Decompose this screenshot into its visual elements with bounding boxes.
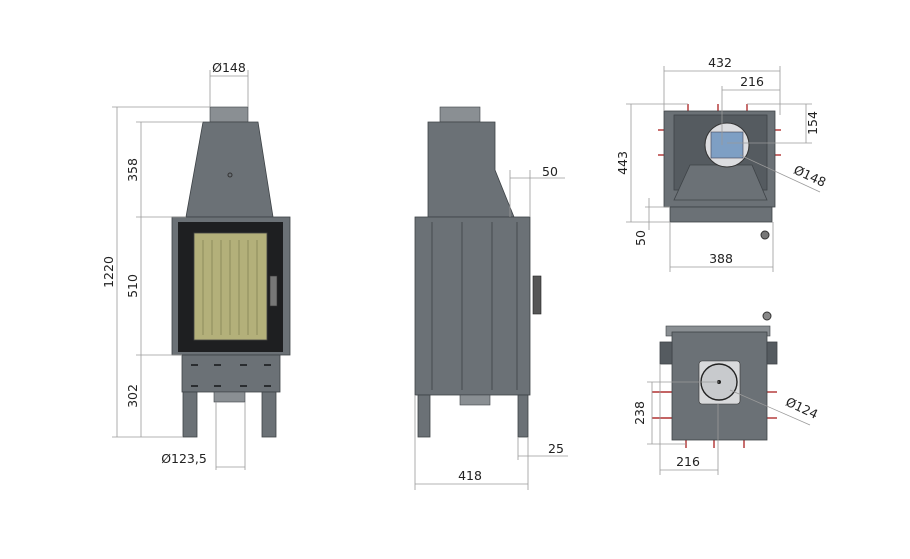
top-flue-damper <box>710 131 744 159</box>
dim-inlet-offset: 238 <box>632 401 647 425</box>
dim-offset: 50 <box>542 164 558 179</box>
side-leg-front <box>417 394 431 438</box>
bottom-view: 238 216 Ø124 <box>632 311 820 475</box>
hood <box>185 121 274 218</box>
leg-right <box>261 391 277 438</box>
dim-door: 510 <box>125 274 140 298</box>
side-body <box>414 216 531 396</box>
dim-inlet-x: 216 <box>676 454 700 469</box>
dim-total-height: 1220 <box>101 256 116 288</box>
dim-top-flue: Ø148 <box>791 162 828 190</box>
dim-flue-offset: 154 <box>805 111 820 135</box>
bottom-handle-knob <box>762 311 772 321</box>
firebrick-lines <box>202 240 258 335</box>
door-handle <box>269 275 278 307</box>
top-band <box>669 206 773 223</box>
side-flue-bottom <box>459 394 491 406</box>
bottom-ear-right <box>766 341 778 365</box>
base <box>181 354 281 393</box>
base-vents <box>191 364 271 387</box>
front-dimension-lines <box>112 70 249 470</box>
top-handle-knob <box>760 230 770 240</box>
side-hood <box>427 121 515 218</box>
top-hood <box>673 164 768 201</box>
bottom-pins <box>652 391 777 448</box>
leg-left <box>182 391 198 438</box>
top-dimension-lines <box>626 66 821 272</box>
side-panel-lines <box>431 222 518 390</box>
dim-hood: 358 <box>125 158 140 182</box>
dim-top-depth: 443 <box>615 151 630 175</box>
side-dimension-lines <box>414 170 568 490</box>
dim-flue-bottom: Ø123,5 <box>161 451 207 466</box>
side-handle <box>532 275 542 315</box>
side-flue-collar <box>439 106 481 123</box>
dim-width: 432 <box>708 55 732 70</box>
bottom-ear-left <box>659 341 673 365</box>
front-view: Ø148 1220 358 510 302 Ø123,5 <box>101 60 291 470</box>
dim-inlet: Ø124 <box>783 394 820 422</box>
bottom-dimension-lines <box>647 364 811 475</box>
dim-half-width: 216 <box>740 74 764 89</box>
hood-bolt <box>227 172 233 178</box>
side-view: 50 25 418 <box>414 106 568 490</box>
dim-flue-top: Ø148 <box>212 60 246 75</box>
dim-band: 50 <box>633 230 648 246</box>
top-view: 432 216 443 154 Ø148 50 388 <box>615 55 828 272</box>
flue-collar-top <box>209 106 249 123</box>
dim-base: 302 <box>125 384 140 408</box>
flue-collar-bottom <box>213 391 246 403</box>
dim-depth: 418 <box>458 468 482 483</box>
side-leg-back <box>517 394 529 438</box>
dim-leg: 25 <box>548 441 564 456</box>
dim-inner-width: 388 <box>709 251 733 266</box>
